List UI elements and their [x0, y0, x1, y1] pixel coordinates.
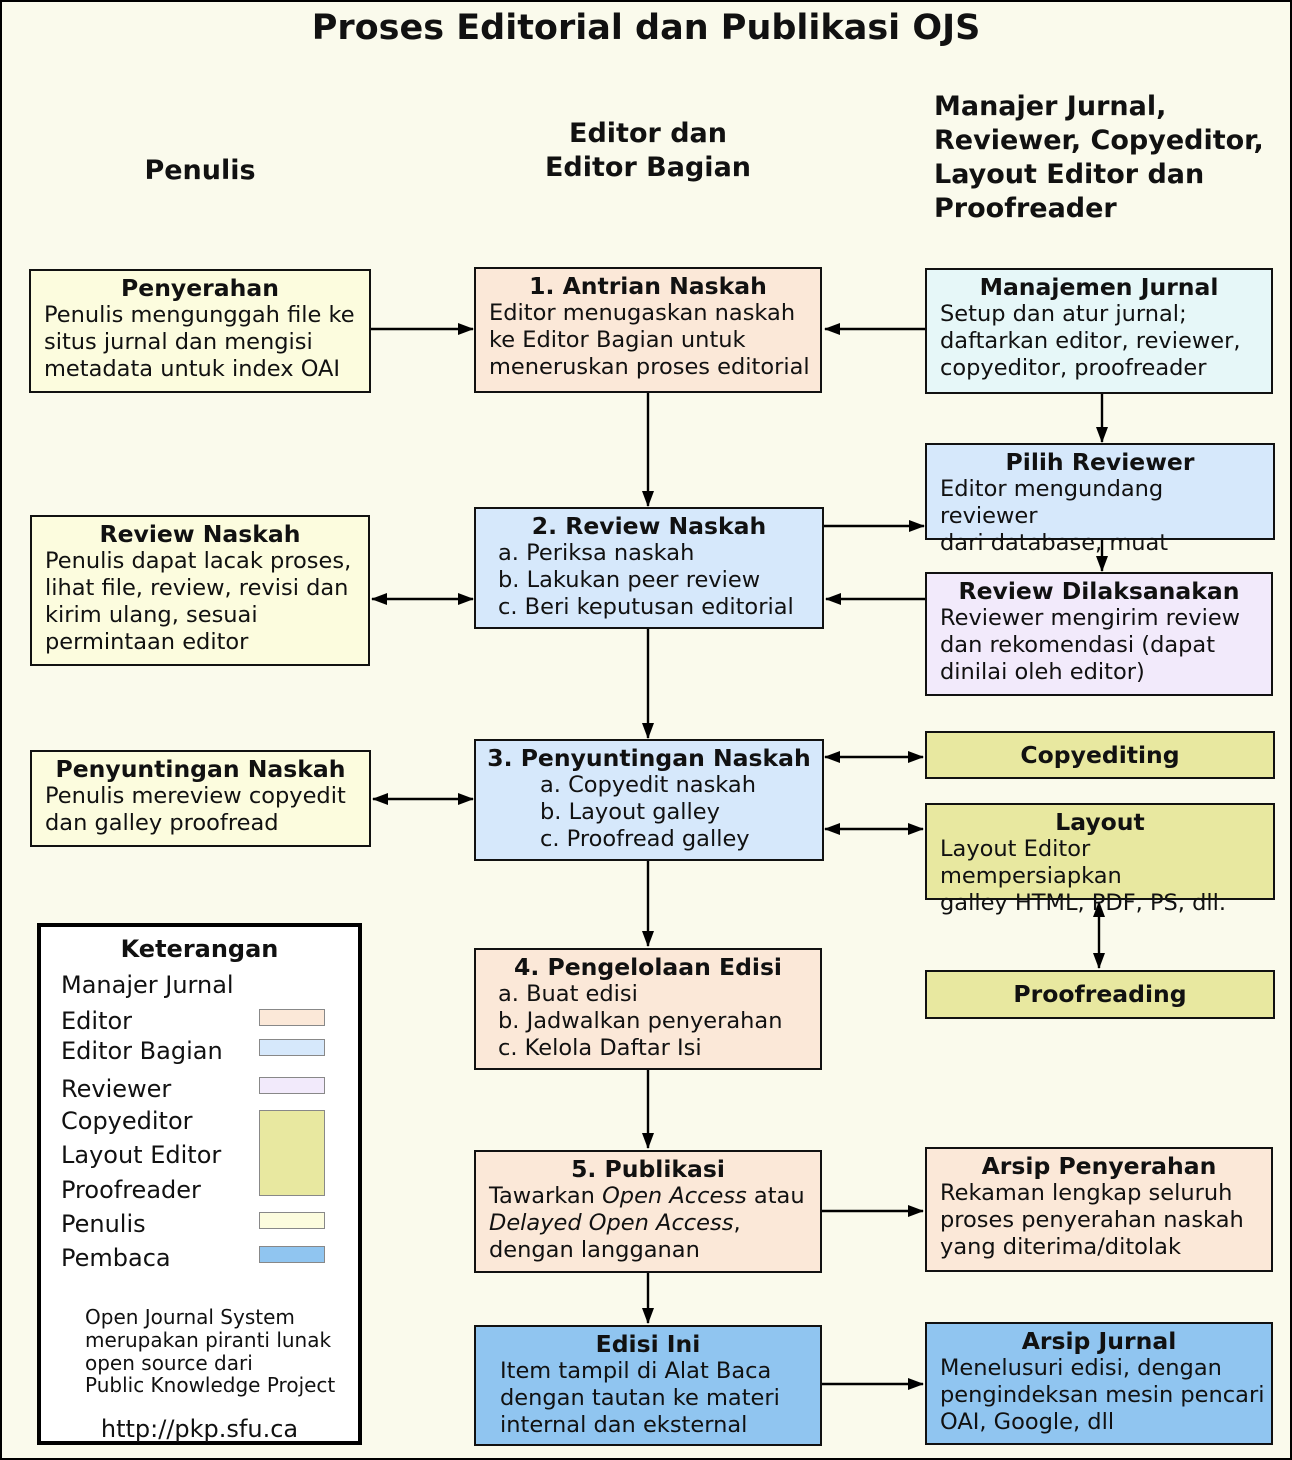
box-review-naskah: 2. Review Naskah a. Periksa naskah b. La… — [474, 507, 824, 629]
box-title: 2. Review Naskah — [531, 512, 767, 540]
box-body: a. Periksa naskah b. Lakukan peer review… — [498, 540, 794, 621]
box-penyuntingan-naskah-penulis: Penyuntingan Naskah Penulis mereview cop… — [30, 750, 371, 847]
box-arsip-jurnal: Arsip Jurnal Menelusuri edisi, dengan pe… — [925, 1322, 1273, 1445]
box-body: Rekaman lengkap seluruh proses penyeraha… — [940, 1180, 1244, 1261]
box-title: 4. Pengelolaan Edisi — [514, 953, 782, 981]
legend-label-layout-editor: Layout Editor — [61, 1141, 222, 1169]
box-title: Copyediting — [1020, 740, 1180, 769]
box-title: Review Dilaksanakan — [958, 577, 1240, 605]
legend-url: http://pkp.sfu.ca — [100, 1415, 299, 1443]
box-proofreading: Proofreading — [925, 970, 1275, 1019]
column-header-manajer: Manajer Jurnal, Reviewer, Copyeditor, La… — [934, 91, 1264, 225]
box-body-part: , dengan langganan — [489, 1210, 741, 1264]
box-title: Layout — [1055, 808, 1145, 836]
legend-label-manajer-jurnal: Manajer Jurnal — [61, 971, 234, 999]
box-body-part-italic: Open Access — [602, 1183, 747, 1210]
page-title: Proses Editorial dan Publikasi OJS — [311, 8, 981, 48]
box-body: Penulis mengunggah file ke situs jurnal … — [44, 302, 355, 383]
legend-label-reviewer: Reviewer — [61, 1075, 172, 1103]
box-pilih-reviewer: Pilih Reviewer Editor mengundang reviewe… — [925, 443, 1275, 556]
box-title: Edisi Ini — [595, 1330, 701, 1358]
legend-swatch-penulis — [259, 1212, 325, 1229]
box-body: a. Copyedit naskah b. Layout galley c. P… — [540, 772, 756, 853]
box-title: Arsip Penyerahan — [981, 1152, 1217, 1180]
box-pengelolaan-edisi: 4. Pengelolaan Edisi a. Buat edisi b. Ja… — [474, 948, 822, 1070]
box-body: Penulis dapat lacak proses, lihat file, … — [45, 548, 352, 656]
box-body-part: atau — [753, 1183, 805, 1210]
box-title: Review Naskah — [99, 520, 301, 548]
box-antrian-naskah: 1. Antrian Naskah Editor menugaskan nask… — [474, 267, 822, 393]
legend-label-editor-bagian: Editor Bagian — [61, 1037, 223, 1065]
legend-label-editor: Editor — [61, 1007, 133, 1035]
box-body: Setup dan atur jurnal; daftarkan editor,… — [940, 301, 1241, 382]
legend-swatch-pembaca — [259, 1246, 325, 1263]
box-layout: Layout Layout Editor mempersiapkan galle… — [925, 803, 1275, 916]
box-copyediting: Copyediting — [925, 731, 1275, 779]
column-header-editor: Editor dan Editor Bagian — [544, 118, 752, 184]
box-body-part-italic: Delayed Open Access — [489, 1210, 734, 1237]
box-review-naskah-penulis: Review Naskah Penulis dapat lacak proses… — [30, 515, 370, 666]
box-title: Proofreading — [1013, 980, 1187, 1009]
box-penyerahan: Penyerahan Penulis mengunggah file ke si… — [29, 269, 371, 393]
column-header-penulis: Penulis — [144, 155, 256, 186]
box-review-dilaksanakan: Review Dilaksanakan Reviewer mengirim re… — [925, 572, 1273, 696]
legend-label-pembaca: Pembaca — [61, 1244, 171, 1272]
box-body: Layout Editor mempersiapkan galley HTML,… — [940, 836, 1227, 917]
legend-swatch-reviewer — [259, 1077, 325, 1094]
box-edisi-ini: Edisi Ini Item tampil di Alat Baca denga… — [474, 1325, 822, 1446]
box-body: Item tampil di Alat Baca dengan tautan k… — [500, 1358, 780, 1439]
legend-title: Keterangan — [120, 935, 279, 963]
box-body: a. Buat edisi b. Jadwalkan penyerahan c.… — [498, 981, 783, 1062]
box-title: Arsip Jurnal — [1021, 1327, 1177, 1355]
legend-swatch-editor — [259, 1009, 325, 1026]
box-publikasi: 5. Publikasi Tawarkan Open Access atau D… — [474, 1150, 822, 1273]
legend-label-proofreader: Proofreader — [61, 1176, 201, 1204]
legend-swatch-editor-bagian — [259, 1039, 325, 1056]
box-title: 5. Publikasi — [571, 1155, 725, 1183]
legend: Keterangan Manajer Jurnal Editor Editor … — [37, 923, 362, 1445]
box-title: Manajemen Jurnal — [979, 273, 1219, 301]
box-body: Editor menugaskan naskah ke Editor Bagia… — [489, 300, 810, 381]
box-penyuntingan-naskah: 3. Penyuntingan Naskah a. Copyedit naska… — [474, 739, 824, 861]
legend-label-copyeditor: Copyeditor — [61, 1107, 193, 1135]
box-body: Menelusuri edisi, dengan pengindeksan me… — [940, 1355, 1265, 1436]
box-body-part: Tawarkan — [489, 1183, 603, 1210]
box-body: Tawarkan Open Access atau Delayed Open A… — [476, 1183, 820, 1264]
box-manajemen-jurnal: Manajemen Jurnal Setup dan atur jurnal; … — [925, 268, 1273, 394]
box-title: 3. Penyuntingan Naskah — [487, 744, 811, 772]
box-title: Pilih Reviewer — [1005, 448, 1195, 476]
box-arsip-penyerahan: Arsip Penyerahan Rekaman lengkap seluruh… — [925, 1147, 1273, 1272]
box-title: Penyerahan — [121, 274, 279, 302]
box-body: Penulis mereview copyedit dan galley pro… — [45, 783, 346, 837]
legend-swatch-copyeditor-layout-proofreader — [259, 1110, 325, 1196]
legend-footer-text: Open Journal System merupakan piranti lu… — [85, 1305, 336, 1398]
box-title: 1. Antrian Naskah — [529, 272, 767, 300]
box-title: Penyuntingan Naskah — [55, 755, 346, 783]
box-body: Reviewer mengirim review dan rekomendasi… — [940, 605, 1241, 686]
legend-label-penulis: Penulis — [61, 1210, 146, 1238]
box-body: Editor mengundang reviewer dari database… — [940, 476, 1169, 557]
